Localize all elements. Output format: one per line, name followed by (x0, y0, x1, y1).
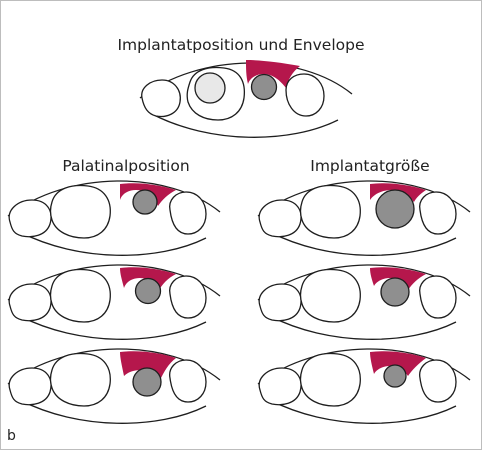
column-title-implant-size: Implantatgröße (310, 157, 430, 175)
implant-circle (375, 189, 415, 229)
implant-circle (134, 277, 162, 305)
figure-title: Implantatposition und Envelope (117, 36, 365, 54)
arch-envelope (139, 60, 353, 138)
column-title-palatinal-position: Palatinalposition (62, 157, 190, 175)
panel-label: b (7, 428, 16, 444)
envelope-circle (194, 72, 226, 104)
implant-circle (132, 367, 162, 397)
arch-palatinal-3 (7, 348, 221, 424)
implant-circle (380, 277, 410, 307)
arch-size-1 (257, 180, 471, 256)
arch-size-3 (257, 348, 471, 424)
implant-circle (250, 73, 278, 101)
arch-palatinal-2 (7, 264, 221, 340)
arch-size-2 (257, 264, 471, 340)
implant-circle (383, 364, 407, 388)
arch-palatinal-1 (7, 180, 221, 256)
implant-circle (132, 189, 158, 215)
